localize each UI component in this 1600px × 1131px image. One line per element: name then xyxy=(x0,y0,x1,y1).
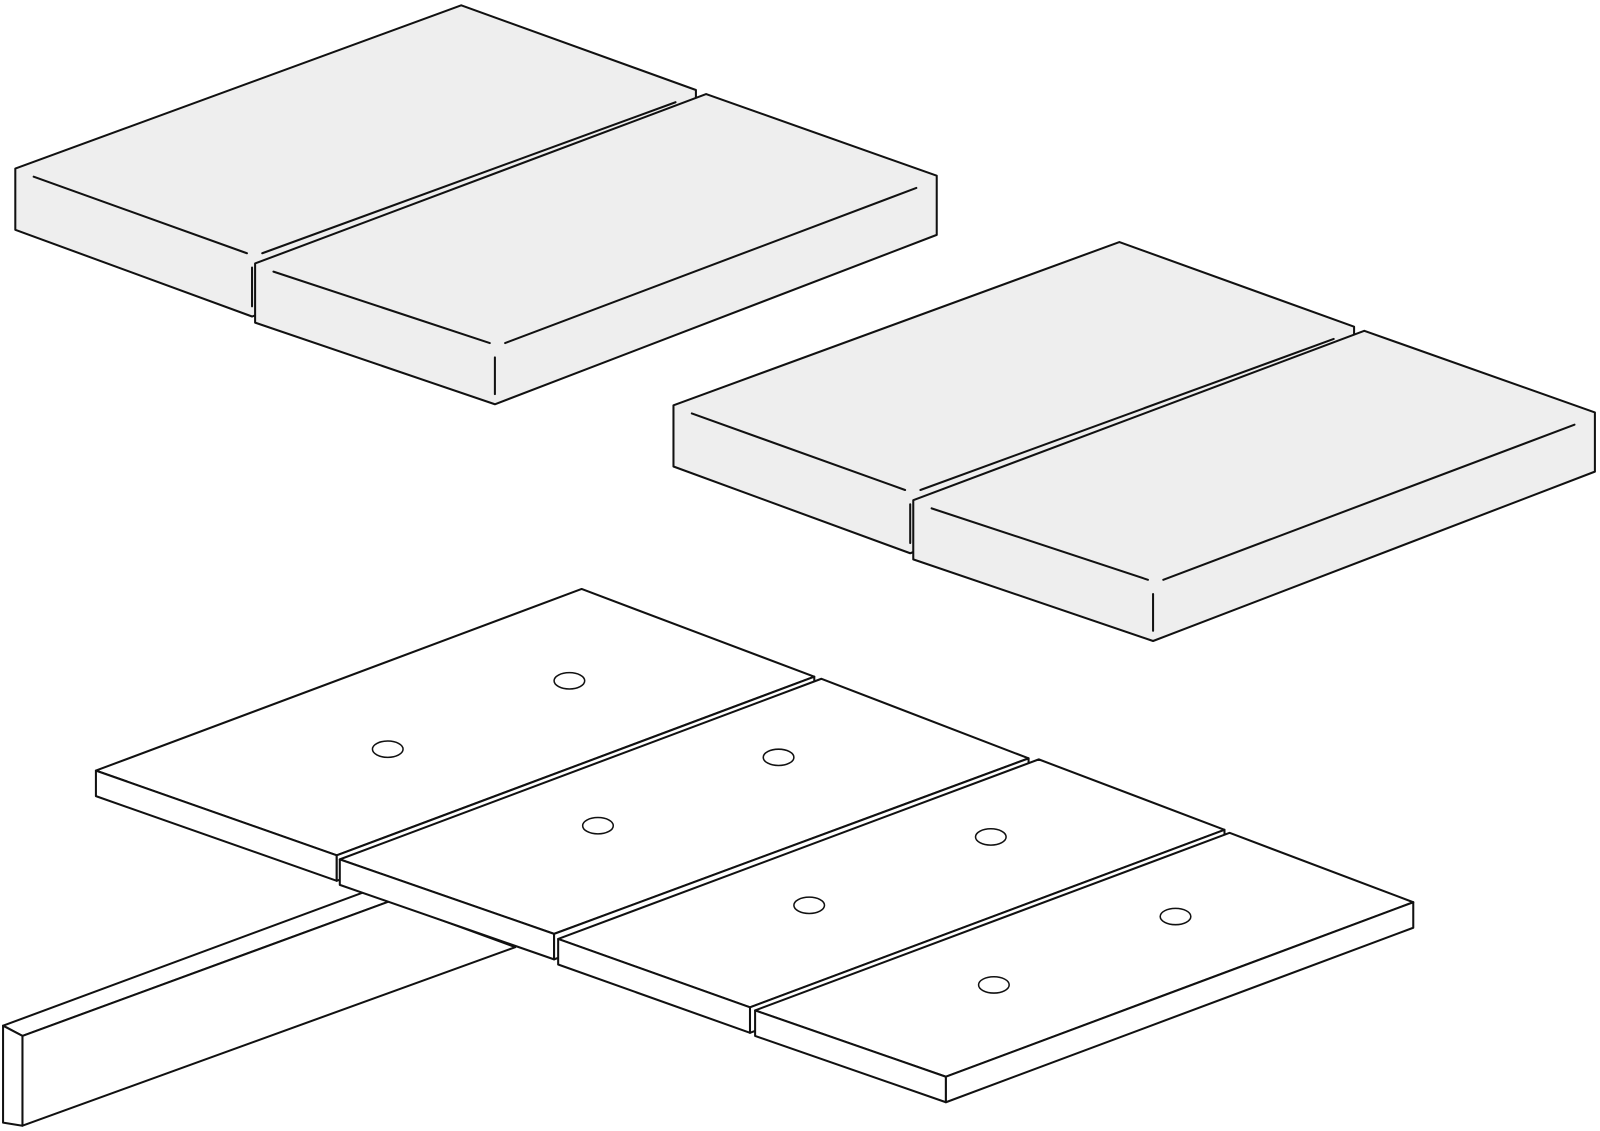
screw-hole xyxy=(371,740,404,759)
cushion-seam-left xyxy=(32,175,248,255)
screw-hole xyxy=(793,896,826,915)
cushion-seam-right xyxy=(261,101,677,255)
cushion-seam-right xyxy=(1162,423,1576,581)
cushion-seam-left xyxy=(930,507,1149,581)
slat-board-group xyxy=(94,587,1415,1104)
screw-hole xyxy=(581,816,615,835)
cushion-front-1 xyxy=(254,93,938,406)
screw-hole xyxy=(1159,907,1192,926)
cushion-seam-left xyxy=(690,412,907,492)
cushion-seam-right xyxy=(919,337,1335,492)
screw-hole xyxy=(974,828,1007,846)
cushion-front-2 xyxy=(912,329,1596,643)
screw-hole xyxy=(762,748,795,767)
beam-end-face xyxy=(2,1024,24,1127)
cushion-back-2 xyxy=(672,241,1356,555)
support-beam xyxy=(2,891,517,1127)
cushion-body xyxy=(254,93,938,406)
screw-hole xyxy=(977,975,1010,994)
cushion-back-1 xyxy=(14,4,697,318)
cushion-seam-right xyxy=(504,186,918,345)
screw-hole xyxy=(553,671,586,690)
cushion-seam-left xyxy=(272,270,491,345)
cushion-body xyxy=(912,329,1596,643)
board-side-face xyxy=(944,901,1415,1104)
cushion-group xyxy=(14,4,1596,643)
slat-board-4 xyxy=(754,831,1415,1104)
